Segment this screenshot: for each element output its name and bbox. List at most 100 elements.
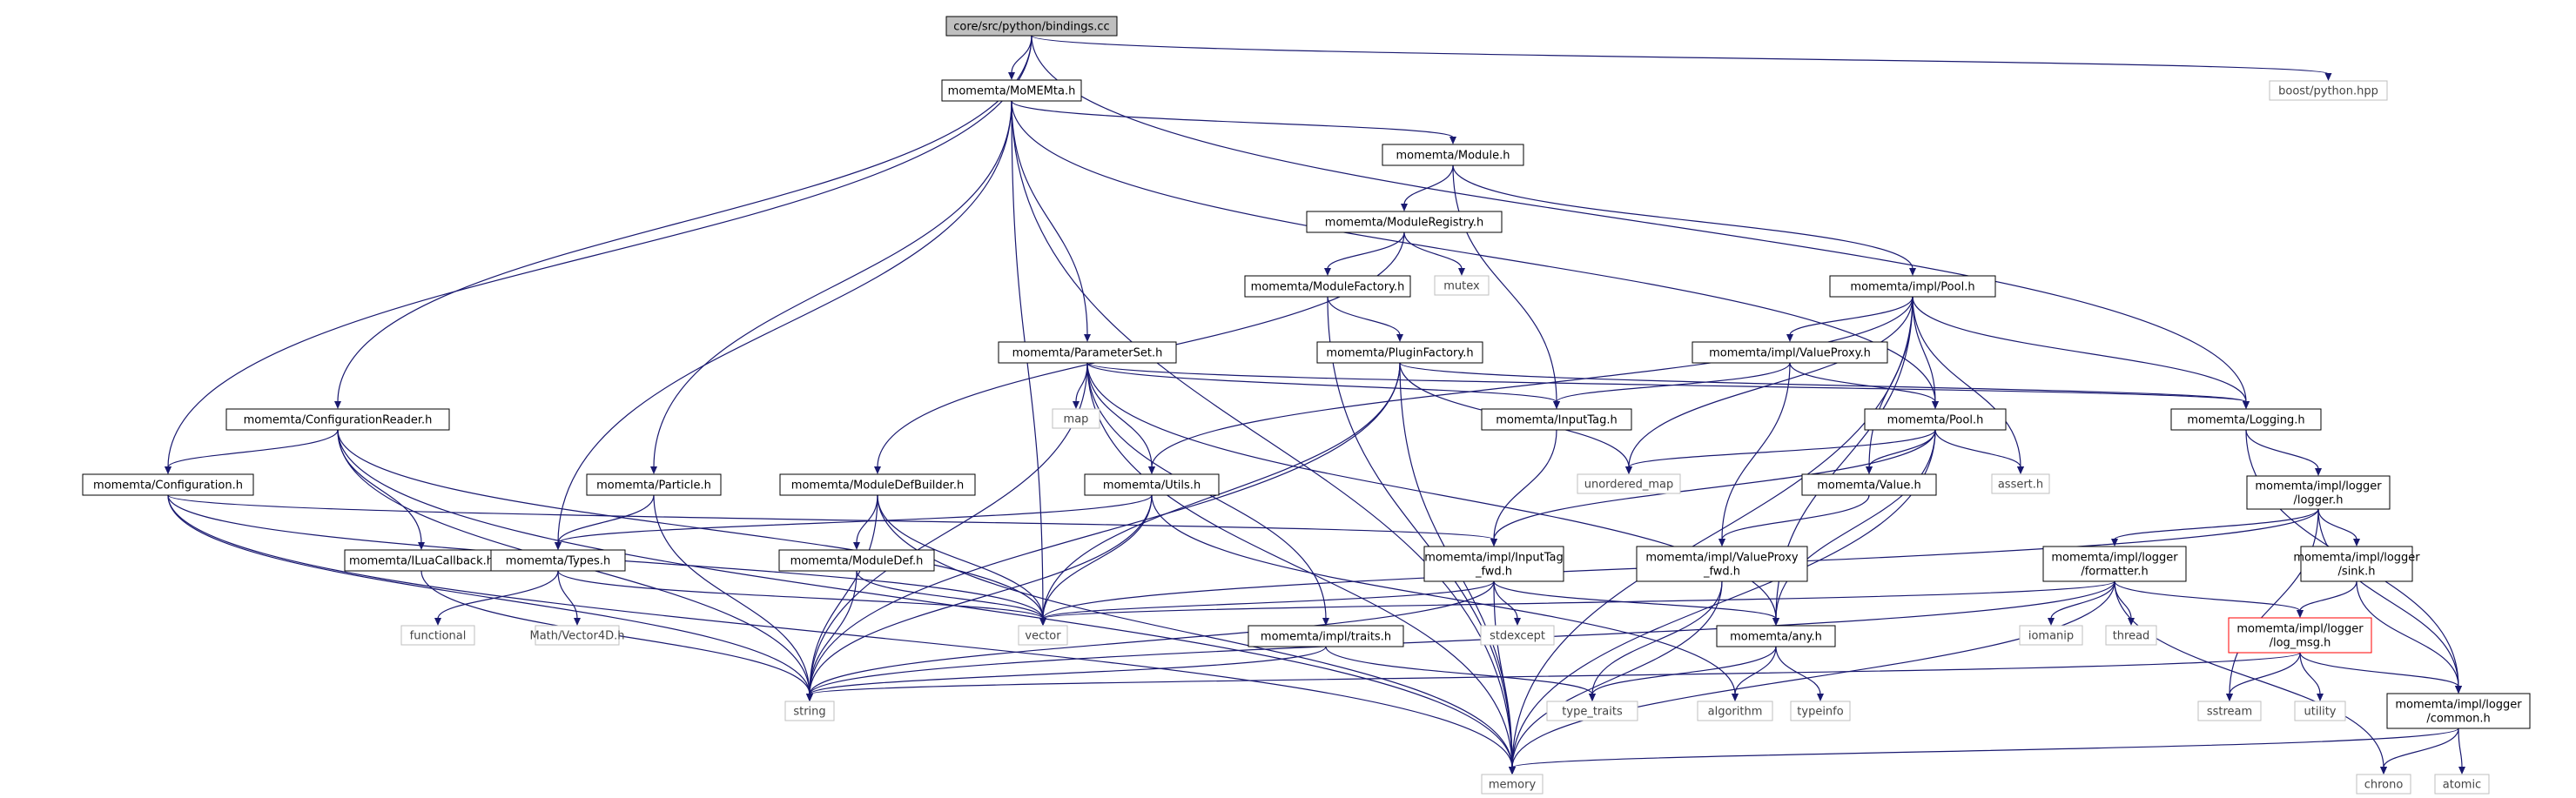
edge-formatter-to-thread: [2114, 580, 2132, 620]
edge-arrowhead: [1553, 401, 1560, 409]
edge-pluginfactory-to-vector: [1042, 362, 1401, 620]
node-box: [778, 549, 935, 572]
node-label: /log_msg.h: [2270, 637, 2331, 650]
edge-value-to-valueproxy_fwd: [1721, 494, 1870, 540]
node-box: [2105, 625, 2157, 646]
node-value[interactable]: momemta/Value.h: [1801, 473, 1937, 496]
node-box: [490, 549, 626, 572]
node-label: momemta/impl/logger: [2236, 623, 2364, 636]
edge-arrowhead: [1718, 539, 1725, 547]
node-particle[interactable]: momemta/Particle.h: [586, 473, 722, 496]
edge-arrowhead: [1008, 72, 1015, 80]
edge-arrowhead: [2315, 468, 2322, 476]
node-label: momemta/ModuleFactory.h: [1251, 281, 1405, 294]
node-box: [1248, 625, 1404, 647]
node-label: atomic: [2443, 779, 2481, 792]
node-momemta[interactable]: momemta/MoMEMta.h: [941, 79, 1082, 102]
edge-moduledefbuilder-to-string: [809, 494, 878, 695]
node-moduleregistry[interactable]: momemta/ModuleRegistry.h: [1306, 211, 1503, 233]
edge-pool-to-assert: [1934, 429, 2021, 468]
node-inputtag[interactable]: momemta/InputTag.h: [1481, 408, 1632, 431]
node-logger[interactable]: momemta/impl/logger/logger.h: [2246, 475, 2391, 510]
node-modulefactory[interactable]: momemta/ModuleFactory.h: [1244, 275, 1411, 298]
edge-arrowhead: [2353, 539, 2360, 547]
edge-parameterset-to-memory: [1086, 362, 1513, 768]
edge-valueproxy-to-pool: [1789, 362, 1936, 403]
node-label: mutex: [1443, 280, 1480, 293]
edge-inputtag_fwd-to-string: [809, 580, 1495, 695]
edge-formatter-to-string: [809, 580, 2115, 695]
node-box: [941, 79, 1082, 102]
node-label: map: [1064, 413, 1089, 426]
node-box: [2294, 701, 2346, 721]
edge-arrowhead: [1148, 466, 1155, 474]
edge-common-to-atomic: [2458, 728, 2463, 768]
edge-utils-to-algorithm: [1151, 494, 1736, 695]
node-utils[interactable]: momemta/Utils.h: [1084, 473, 1220, 496]
node-label: /formatter.h: [2081, 566, 2148, 579]
node-pluginfactory[interactable]: momemta/PluginFactory.h: [1316, 341, 1483, 364]
node-type_traits: type_traits: [1546, 701, 1638, 721]
node-box: [586, 473, 722, 496]
node-logging[interactable]: momemta/Logging.h: [2170, 408, 2322, 431]
node-typeinfo: typeinfo: [1790, 701, 1851, 721]
edge-common-to-memory: [1511, 728, 2459, 768]
edge-pool-to-inputtag_fwd: [1493, 429, 1936, 540]
node-sink[interactable]: momemta/impl/logger/sink.h: [2293, 546, 2420, 582]
edge-arrowhead: [1817, 694, 1824, 701]
edge-moduledefbuilder-to-memory: [877, 494, 1513, 768]
node-moduledefbuilder[interactable]: momemta/ModuleDefBuilder.h: [779, 473, 976, 496]
node-label: algorithm: [1708, 706, 1763, 719]
node-pool[interactable]: momemta/Pool.h: [1864, 408, 2007, 431]
edge-types-to-vector4d: [557, 570, 578, 620]
node-functional: functional: [400, 625, 475, 646]
node-common[interactable]: momemta/impl/logger/common.h: [2386, 693, 2531, 729]
edge-arrowhead: [1396, 334, 1403, 342]
node-any[interactable]: momemta/any.h: [1716, 625, 1836, 647]
edge-parameterset-to-logging: [1086, 362, 2247, 403]
node-box: [1434, 275, 1490, 296]
edge-arrowhead: [2380, 767, 2387, 775]
node-valueproxy[interactable]: momemta/impl/ValueProxy.h: [1692, 341, 1888, 364]
node-label: momemta/impl/logger: [2395, 699, 2522, 712]
edge-arrowhead: [1449, 137, 1456, 144]
node-iluacallback[interactable]: momemta/ILuaCallback.h: [344, 549, 499, 572]
node-log_msg[interactable]: momemta/impl/logger/log_msg.h: [2228, 617, 2372, 654]
edge-inputtag_fwd-to-stdexcept: [1493, 580, 1518, 620]
node-formatter[interactable]: momemta/impl/logger/formatter.h: [2042, 546, 2187, 582]
edge-common-to-chrono: [2383, 728, 2459, 768]
edge-impl_pool-to-valueproxy: [1789, 296, 1914, 336]
node-box: [1636, 546, 1808, 582]
node-label: momemta/ParameterSet.h: [1012, 347, 1163, 360]
node-parameterset[interactable]: momemta/ParameterSet.h: [998, 341, 1177, 364]
node-moduledef[interactable]: momemta/ModuleDef.h: [778, 549, 935, 572]
edge-log_msg-to-sstream: [2229, 652, 2301, 695]
node-module[interactable]: momemta/Module.h: [1382, 144, 1524, 166]
node-label: momemta/impl/logger: [2255, 480, 2382, 493]
node-box: [1084, 473, 1220, 496]
edge-momemta-to-module: [1011, 100, 1454, 138]
node-impl_pool[interactable]: momemta/impl/Pool.h: [1829, 275, 1996, 298]
node-types[interactable]: momemta/Types.h: [490, 549, 626, 572]
edge-arrowhead: [2017, 466, 2024, 474]
node-configreader[interactable]: momemta/ConfigurationReader.h: [225, 408, 450, 431]
edge-impl_pool-to-memory: [1511, 296, 1914, 768]
node-thread: thread: [2105, 625, 2157, 646]
node-label: /sink.h: [2338, 566, 2376, 579]
edge-arrowhead: [874, 466, 881, 474]
edge-formatter-to-iomanip: [2050, 580, 2115, 620]
node-box: [779, 473, 976, 496]
node-label: utility: [2304, 706, 2337, 719]
node-inputtag_fwd[interactable]: momemta/impl/InputTag_fwd.h: [1423, 546, 1564, 582]
node-label: unordered_map: [1584, 479, 1674, 492]
edge-logger-to-common: [2317, 508, 2459, 687]
node-box: [1801, 473, 1937, 496]
node-root[interactable]: core/src/python/bindings.cc: [945, 16, 1118, 37]
node-configuration[interactable]: momemta/Configuration.h: [82, 473, 254, 496]
node-valueproxy_fwd[interactable]: momemta/impl/ValueProxy_fwd.h: [1636, 546, 1808, 582]
edge-inputtag_fwd-to-vector: [1042, 580, 1495, 620]
node-box: [1423, 546, 1564, 582]
node-box: [1864, 408, 2007, 431]
node-sstream: sstream: [2197, 701, 2262, 721]
node-traits[interactable]: momemta/impl/traits.h: [1248, 625, 1404, 647]
